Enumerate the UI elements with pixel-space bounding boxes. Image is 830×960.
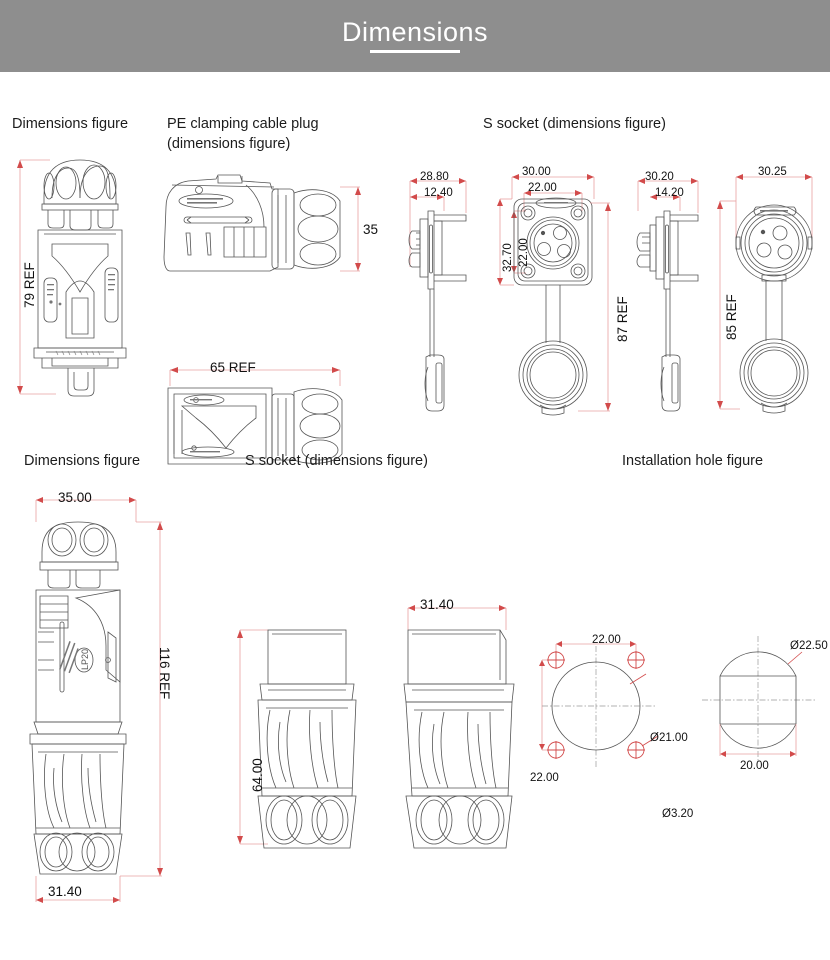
dim-12-40-label: 12.40 [424,187,453,199]
dim-hole-pitch-h-label: 22.00 [592,634,621,646]
dimension-31-40-assembly [35,876,121,903]
caption-installation-hole-figure: Installation hole figure [622,453,764,469]
figure-pe-clamping-plug-side [160,167,380,292]
dim-32-70-label: 32.70 [502,243,514,272]
title-underline [370,50,460,53]
figure-assembly-full: LP20 [8,482,198,922]
figure-socket-front-square [490,167,620,417]
dim-panel-flat-label: 20.00 [740,760,769,772]
dimension-85-ref-group [700,167,740,417]
dimension-hole-pitch-v [539,659,556,751]
figure-pe-clamping-plug-top [160,360,380,475]
dim-panel-dia-label: Ø22.50 [790,640,828,652]
dimension-14-20 [650,194,681,211]
dim-87-ref-label: 87 REF [615,296,630,342]
dimension-32-70 [497,198,514,286]
header-banner: Dimensions [0,0,830,72]
figure-panel-disc [700,602,830,792]
dim-22-00-v-label: 22.00 [518,238,530,267]
dimension-35 [340,186,361,272]
dimension-30-00 [511,174,595,199]
svg-text:LP20: LP20 [80,649,90,670]
dim-30-00-label: 30.00 [522,166,551,178]
dim-hole-pitch-v-label: 22.00 [530,772,559,784]
dim-30-25-label: 30.25 [758,166,787,178]
dim-14-20-label: 14.20 [655,187,684,199]
dim-28-80-label: 28.80 [420,171,449,183]
dimension-35-00 [35,497,137,522]
dimension-12-40 [410,194,445,211]
dim-116-ref-label: 116 REF [157,647,172,700]
figure-s-socket-side [382,592,532,882]
dimension-87-ref [578,202,611,412]
dim-hole-center-dia-label: Ø21.00 [650,732,688,744]
caption-s-socket-bottom: S socket (dimensions figure) [245,453,428,469]
dimension-panel-flat [719,724,797,757]
figure-s-socket-front [228,592,378,882]
dimension-28-80 [409,178,467,267]
dimension-31-40-ssocket [407,605,507,630]
dim-85-ref-label: 85 REF [724,294,739,340]
caption-s-socket-top: S socket (dimensions figure) [483,116,666,132]
dim-22-00-h-label: 22.00 [528,182,557,194]
figure-installation-hole-pattern [528,602,718,792]
caption-pe-clamping-cable-plug: PE clamping cable plug (dimensions figur… [167,116,319,152]
dim-64-00-label: 64.00 [250,758,265,792]
dimension-79-ref [17,159,56,395]
dim-31-40-assembly-label: 31.40 [48,884,82,899]
dimension-30-25 [735,174,813,243]
caption-top-dimensions-figure: Dimensions figure [12,116,129,132]
dimension-22-00-h [523,190,583,211]
dim-hole-screw-dia-label: Ø3.20 [662,808,694,820]
figure-socket-front-round [720,167,830,417]
figure-socket-side-round [630,167,720,417]
figure-socket-side-square [398,167,488,417]
figure-plug-front-view [8,152,158,402]
dim-35-00-label: 35.00 [58,490,92,505]
drawing-sheet: Dimensions figure PE clamping cable plug… [0,72,830,960]
dim-30-20-label: 30.20 [645,171,674,183]
dimension-64-00 [237,629,268,845]
dim-65-ref-label: 65 REF [210,360,256,375]
dim-79-ref-label: 79 REF [22,262,37,308]
dim-31-40-ssocket-label: 31.40 [420,597,454,612]
dimension-30-20 [637,178,699,213]
dimension-116-ref [120,521,163,877]
caption-bottom-dimensions-figure: Dimensions figure [24,453,141,469]
dimension-65-ref [169,367,341,386]
dim-35-label: 35 [363,222,379,237]
page-title: Dimensions [341,17,489,47]
